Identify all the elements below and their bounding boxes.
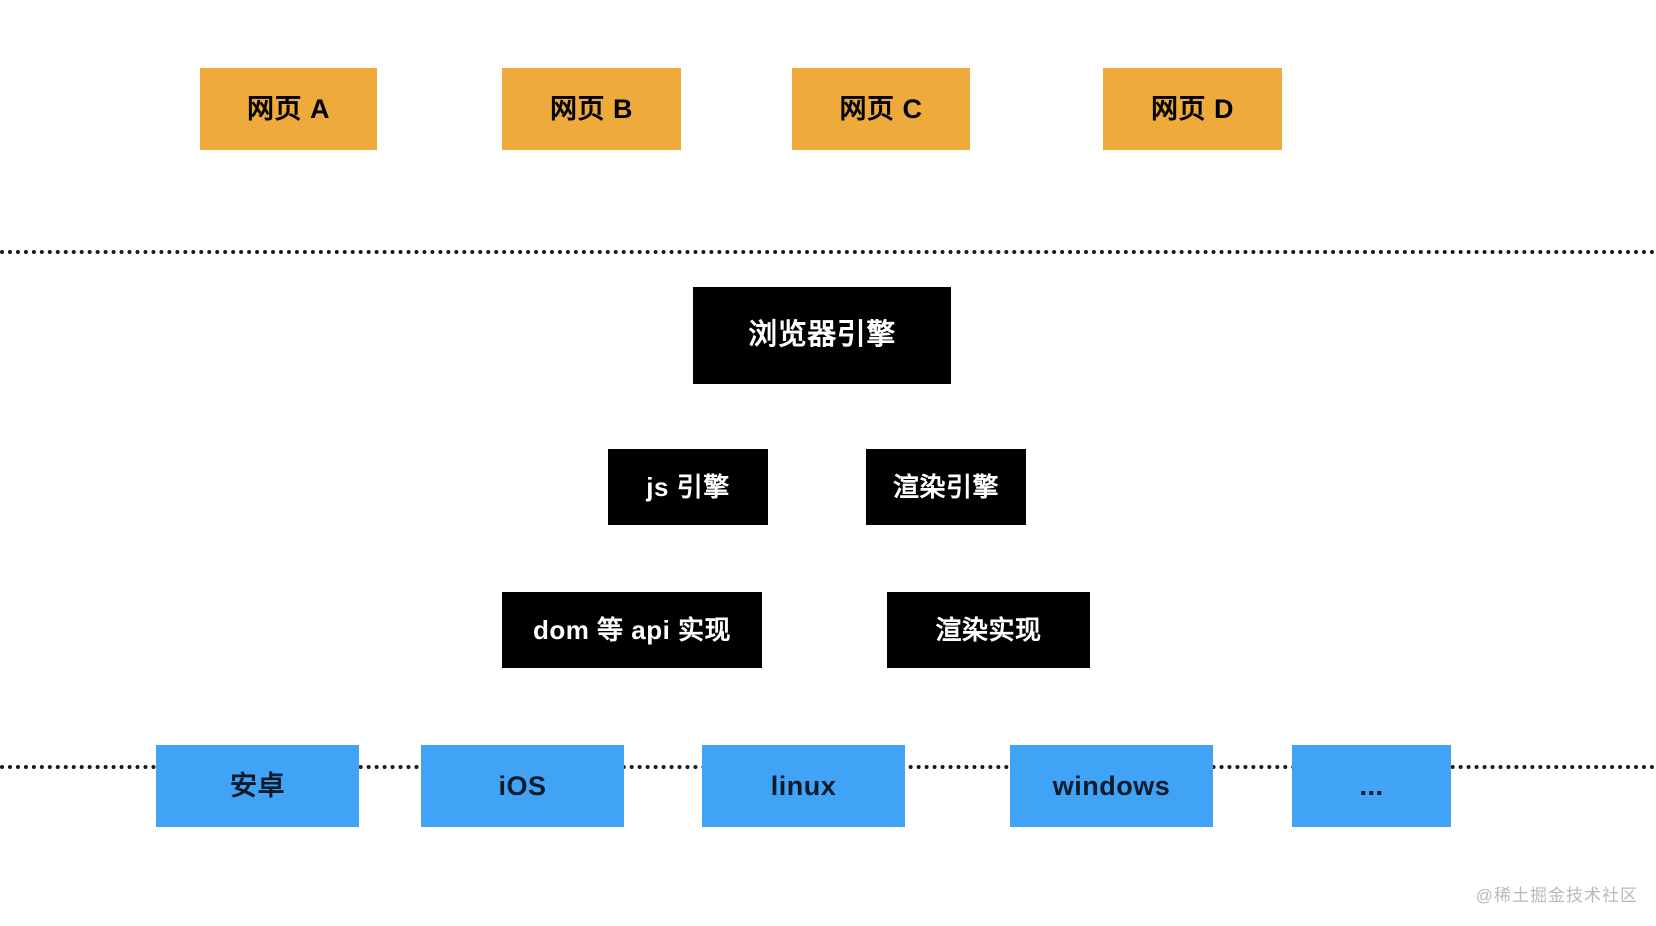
web-page-box-b-label: 网页 B [550,93,633,124]
os-box-ios-label: iOS [498,770,547,801]
watermark: @稀土掘金技术社区 [1475,886,1638,905]
web-page-box-a-label: 网页 A [247,93,330,124]
os-box-ios: iOS [421,745,624,827]
os-box-linux-label: linux [770,770,837,801]
js-engine-box: js 引擎 [608,449,768,525]
os-box-more-label: ... [1359,770,1384,801]
web-page-box-b: 网页 B [502,68,681,150]
web-page-box-d-label: 网页 D [1151,93,1234,124]
web-page-box-c: 网页 C [792,68,970,150]
browser-engine-box: 浏览器引擎 [693,287,951,384]
render-impl-box-label: 渲染实现 [935,615,1042,645]
divider-pages-engine [0,250,1656,254]
render-impl-box: 渲染实现 [887,592,1090,668]
dom-api-impl-box-label: dom 等 api 实现 [532,615,732,645]
browser-engine-box-label: 浏览器引擎 [748,319,896,351]
web-page-box-a: 网页 A [200,68,377,150]
os-box-android: 安卓 [156,745,359,827]
render-engine-box-label: 渲染引擎 [892,472,999,502]
dom-api-impl-box: dom 等 api 实现 [502,592,762,668]
os-box-windows: windows [1010,745,1213,827]
os-box-windows-label: windows [1052,770,1171,801]
web-page-box-c-label: 网页 C [839,93,923,124]
os-box-linux: linux [702,745,905,827]
os-box-android-label: 安卓 [230,770,285,801]
js-engine-box-label: js 引擎 [646,472,730,502]
web-page-box-d: 网页 D [1103,68,1282,150]
os-box-more: ... [1292,745,1451,827]
render-engine-box: 渲染引擎 [866,449,1026,525]
